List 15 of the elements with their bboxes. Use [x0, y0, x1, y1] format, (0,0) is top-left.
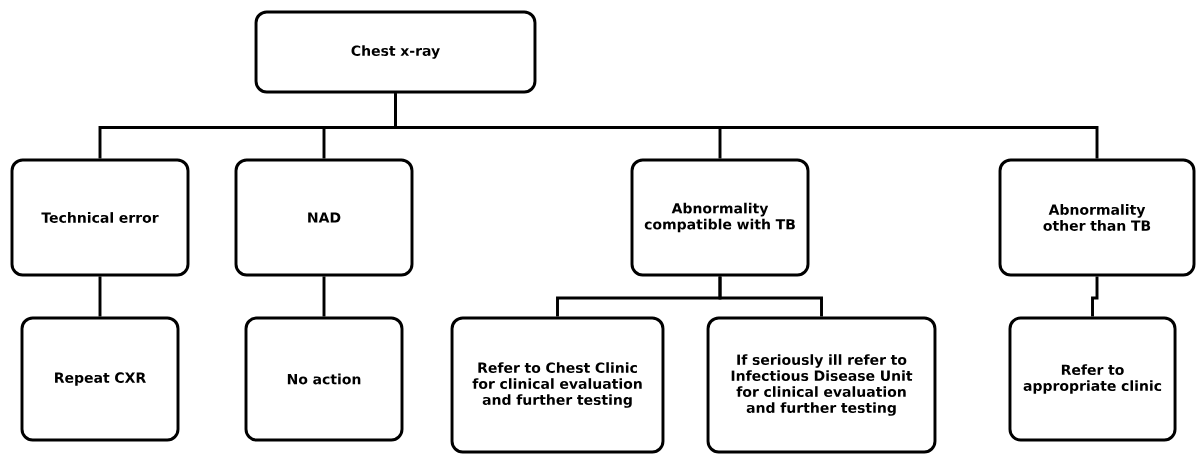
- flow-box: Refer to appropriate clinic: [1008, 316, 1177, 442]
- flow-box: No action: [244, 316, 404, 442]
- connector-line: [322, 276, 326, 317]
- flow-box: Abnormality other than TB: [998, 158, 1196, 277]
- flow-box: Chest x-ray: [254, 10, 537, 94]
- connector-line: [98, 276, 102, 317]
- connector-line: [1091, 276, 1099, 317]
- flow-box: NAD: [234, 158, 414, 277]
- flow-box: Repeat CXR: [20, 316, 180, 442]
- connector-line: [394, 93, 1099, 159]
- flow-box: Refer to Chest Clinic for clinical evaluation and further testing: [450, 316, 665, 454]
- flow-box: Technical error: [10, 158, 190, 277]
- flow-box: If seriously ill refer to Infectious Disease Unit for clinical evaluation and further testing: [706, 316, 937, 454]
- flow-box: Abnormality compatible with TB: [630, 158, 810, 277]
- connector-line: [718, 276, 823, 317]
